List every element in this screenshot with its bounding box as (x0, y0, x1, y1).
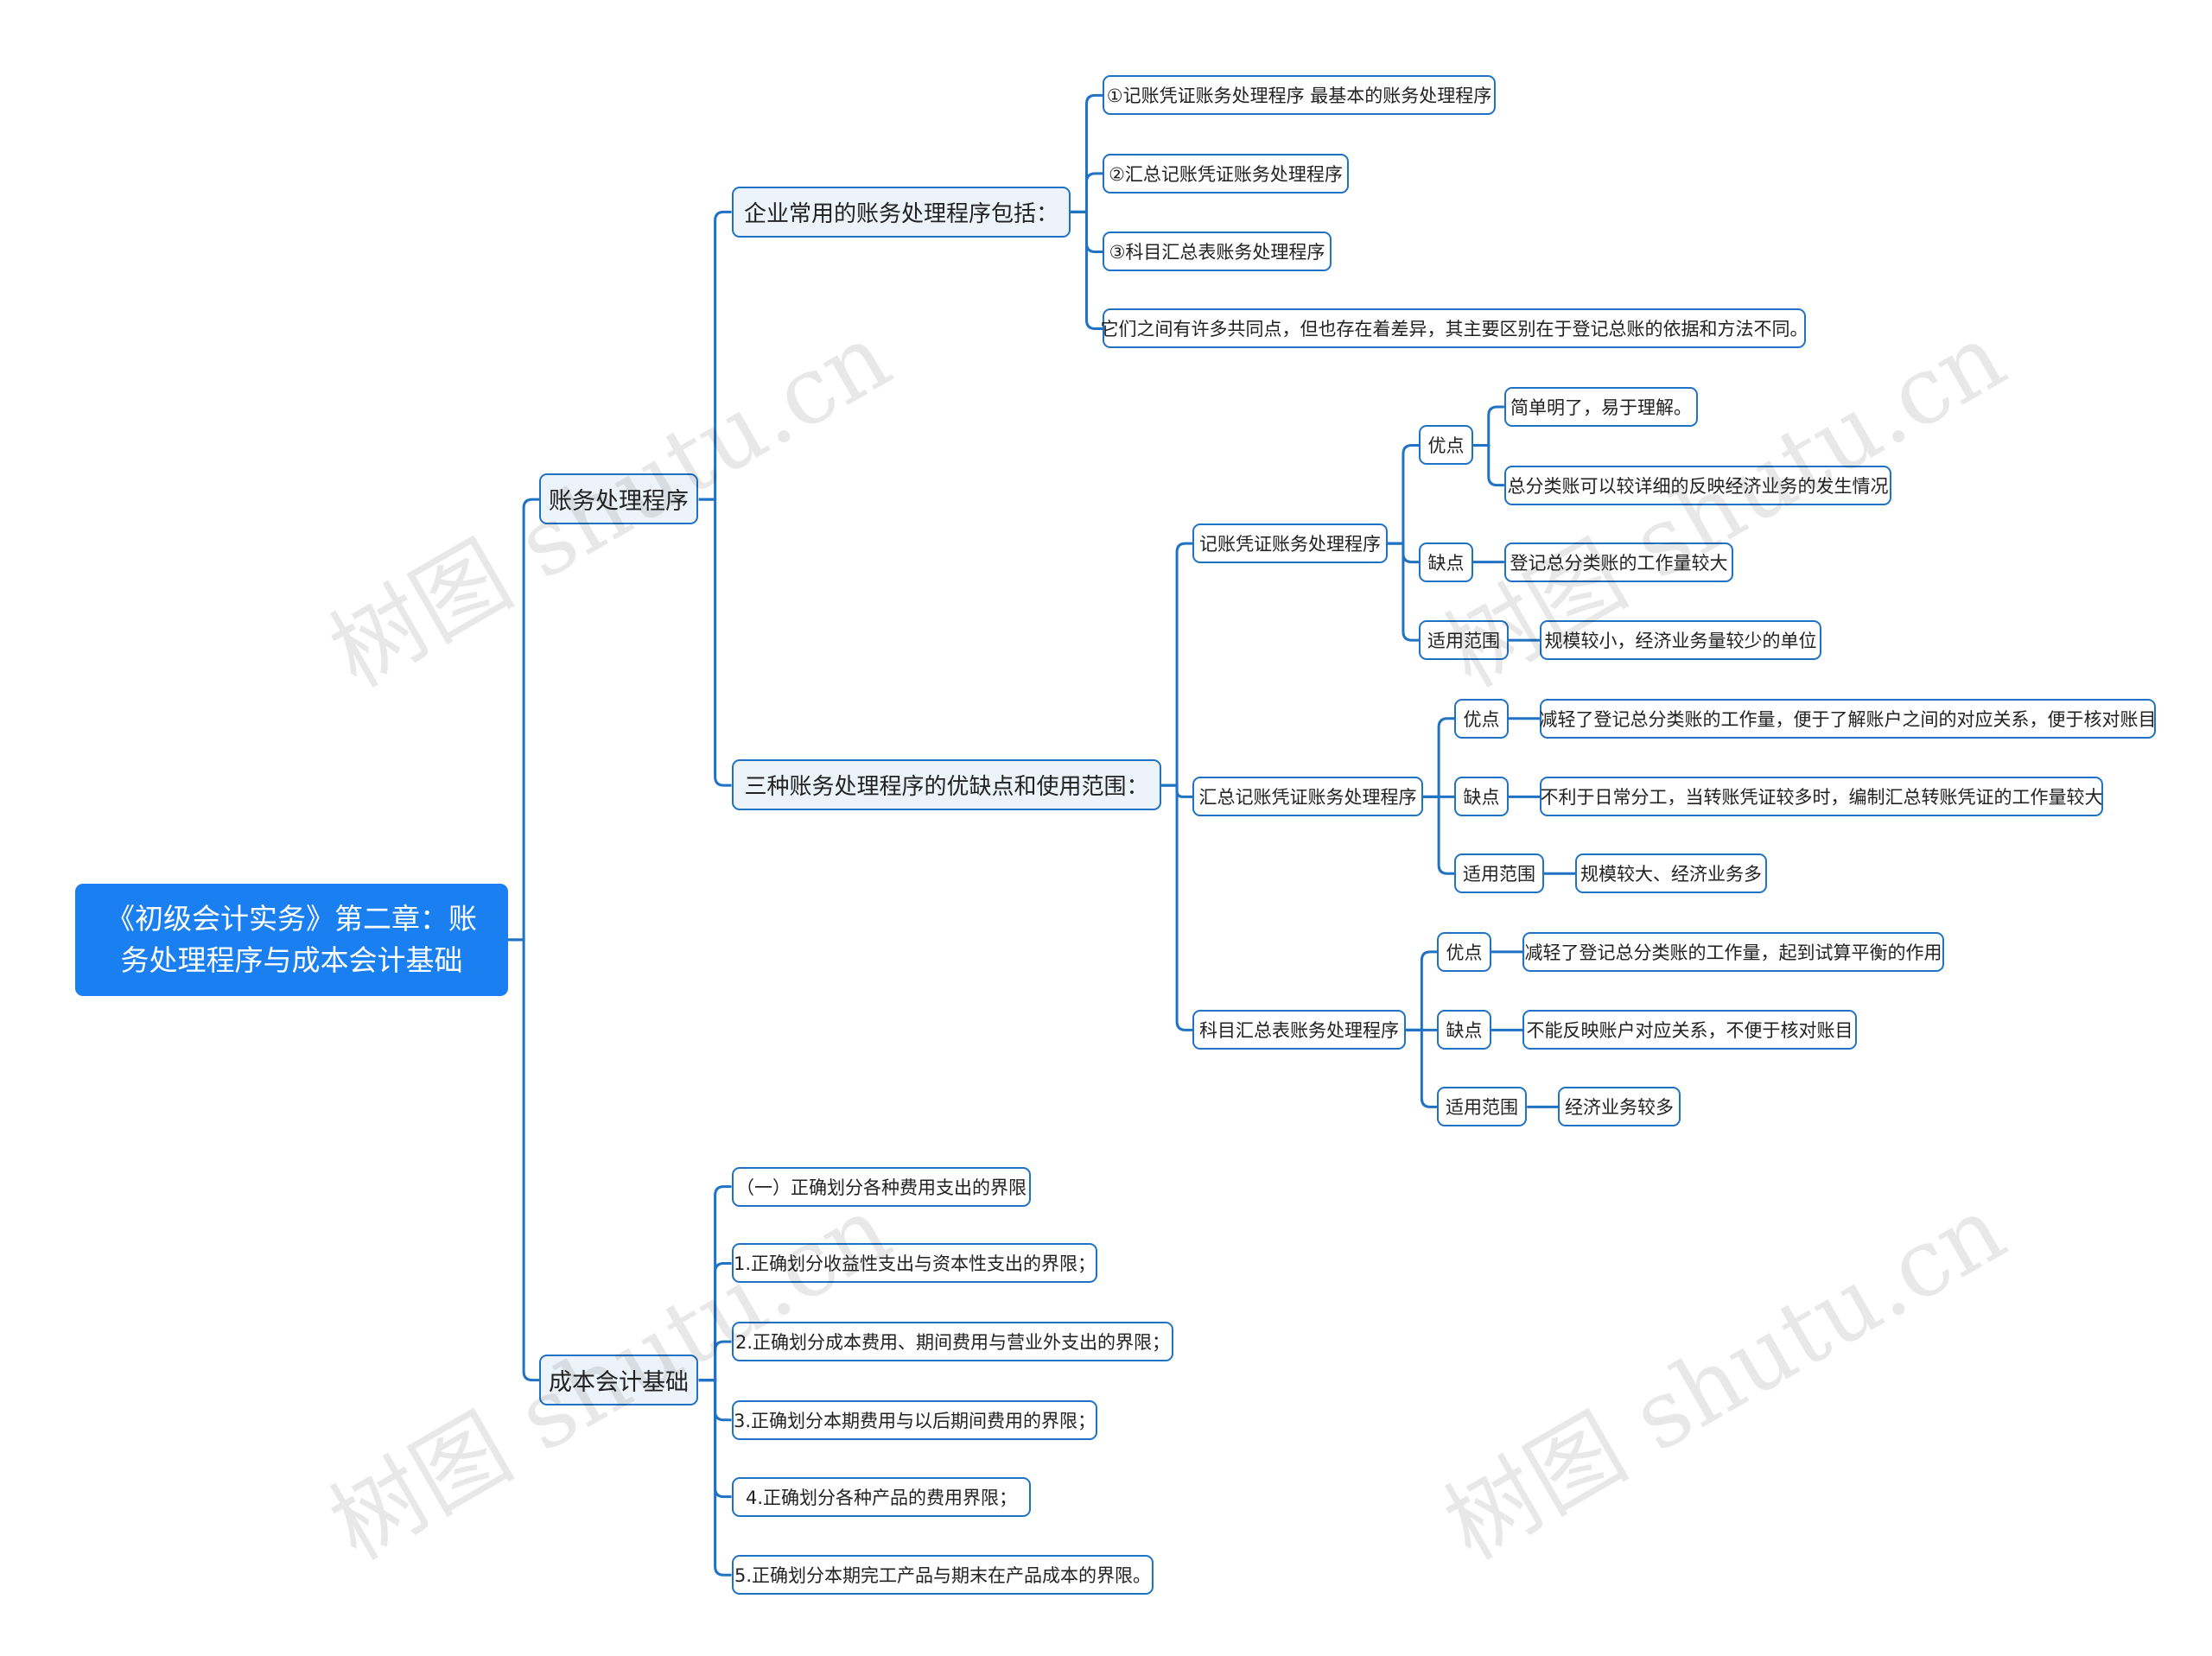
summary-voucher-scope[interactable]: 适用范围 (1454, 853, 1544, 893)
cost-item-0[interactable]: （一）正确划分各种费用支出的界限 (732, 1167, 1031, 1207)
cost-item-1[interactable]: 1.正确划分收益性支出与资本性支出的界限； (732, 1243, 1097, 1283)
connector-line (1070, 93, 1103, 213)
connector-line (698, 1340, 732, 1382)
summary-voucher-cons[interactable]: 缺点 (1454, 777, 1509, 816)
procedure-item-1[interactable]: ①记账凭证账务处理程序 最基本的账务处理程序 (1103, 75, 1496, 115)
connector-line (1070, 210, 1103, 330)
voucher-pros-detail-2[interactable]: 总分类账可以较详细的反映经济业务的发生情况 (1504, 466, 1891, 505)
connector-line (1387, 444, 1420, 545)
cost-item-2[interactable]: 2.正确划分成本费用、期间费用与营业外支出的界限； (732, 1322, 1173, 1361)
procedure-item-2[interactable]: ②汇总记账凭证账务处理程序 (1103, 154, 1349, 194)
connector-line (1160, 784, 1193, 1031)
connector-line (1070, 172, 1103, 213)
voucher-pros-detail-1[interactable]: 简单明了，易于理解。 (1504, 387, 1698, 427)
account-summary-cons[interactable]: 缺点 (1437, 1010, 1491, 1050)
cost-item-5[interactable]: 5.正确划分本期完工产品与期末在产品成本的界限。 (732, 1555, 1154, 1595)
connector-line (507, 938, 540, 1382)
summary-voucher-scope-detail[interactable]: 规模较大、经济业务多 (1575, 853, 1767, 893)
cost-item-4[interactable]: 4.正确划分各种产品的费用界限； (732, 1477, 1031, 1517)
connector-line (1472, 405, 1504, 447)
connector-line (698, 498, 732, 787)
connector-line (1423, 717, 1455, 798)
voucher-pros[interactable]: 优点 (1419, 425, 1473, 465)
connector-line (1160, 542, 1193, 787)
account-summary-cons-detail[interactable]: 不能反映账户对应关系，不便于核对账目 (1522, 1010, 1857, 1050)
connector-line (1406, 950, 1438, 1031)
voucher-scope-detail[interactable]: 规模较小，经济业务量较少的单位 (1540, 620, 1821, 660)
voucher-scope[interactable]: 适用范围 (1419, 620, 1509, 660)
connector-line (698, 210, 732, 501)
connector-line (1472, 444, 1504, 487)
connector-line (507, 498, 540, 942)
connector-line (1406, 1028, 1438, 1108)
summary-voucher-cons-detail[interactable]: 不利于日常分工，当转账凭证较多时，编制汇总转账凭证的工作量较大 (1540, 777, 2103, 816)
voucher-procedure[interactable]: 记账凭证账务处理程序 (1192, 523, 1388, 563)
voucher-cons[interactable]: 缺点 (1419, 542, 1473, 582)
account-summary-pros[interactable]: 优点 (1437, 932, 1491, 972)
connector-line (1423, 795, 1455, 875)
procedure-item-3[interactable]: ③科目汇总表账务处理程序 (1103, 232, 1332, 271)
topic-common-procedures[interactable]: 企业常用的账务处理程序包括： (732, 187, 1071, 238)
cost-item-3[interactable]: 3.正确划分本期费用与以后期间费用的界限； (732, 1400, 1097, 1440)
connector-line (698, 1379, 732, 1577)
connector-line (1387, 542, 1420, 642)
topic-pros-cons[interactable]: 三种账务处理程序的优缺点和使用范围： (732, 759, 1161, 810)
summary-voucher-pros[interactable]: 优点 (1454, 699, 1509, 739)
summary-voucher-pros-detail[interactable]: 减轻了登记总分类账的工作量，便于了解账户之间的对应关系，便于核对账目 (1540, 699, 2157, 739)
account-summary-scope-detail[interactable]: 经济业务较多 (1558, 1087, 1681, 1126)
procedure-note[interactable]: 它们之间有许多共同点，但也存在着差异，其主要区别在于登记总账的依据和方法不同。 (1101, 308, 1808, 348)
summary-voucher-procedure[interactable]: 汇总记账凭证账务处理程序 (1192, 777, 1423, 816)
account-summary-pros-detail[interactable]: 减轻了登记总分类账的工作量，起到试算平衡的作用 (1522, 932, 1944, 972)
root-node[interactable]: 《初级会计实务》第二章：账务处理程序与成本会计基础 (75, 884, 508, 996)
account-summary-procedure[interactable]: 科目汇总表账务处理程序 (1192, 1010, 1406, 1050)
connector-line (698, 1262, 732, 1382)
voucher-cons-detail[interactable]: 登记总分类账的工作量较大 (1504, 542, 1733, 582)
branch-accounting-procedures[interactable]: 账务处理程序 (539, 473, 698, 524)
connector-line (698, 1185, 732, 1382)
account-summary-scope[interactable]: 适用范围 (1437, 1087, 1527, 1126)
branch-cost-accounting[interactable]: 成本会计基础 (539, 1355, 698, 1405)
